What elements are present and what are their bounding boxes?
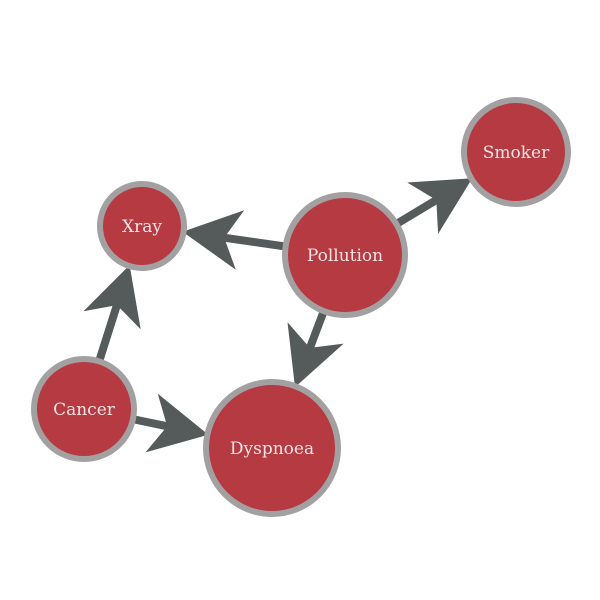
edge-line [130,414,171,431]
edge-line [94,302,122,365]
node-circle [461,97,571,207]
edges-layer [83,178,473,453]
node-dyspnoea[interactable]: Dyspnoea [203,379,341,517]
node-label: Dyspnoea [230,439,314,459]
edge-cancer-to-dyspnoea [130,393,209,453]
arrowhead [83,265,141,330]
edge-pollution-to-smoker [392,178,473,234]
edge-line [305,307,329,352]
node-label: Xray [122,217,162,237]
arrowhead [182,210,245,270]
edge-line [221,233,289,251]
node-circle [203,379,341,517]
arrowhead [407,178,473,234]
arrowhead [287,322,344,388]
node-cancer[interactable]: Cancer [31,356,137,462]
node-label: Pollution [307,246,383,266]
node-xray[interactable]: Xray [97,181,187,271]
edge-pollution-to-xray [182,210,289,270]
node-label: Smoker [483,143,550,163]
node-smoker[interactable]: Smoker [461,97,571,207]
node-label: Cancer [53,400,116,420]
node-circle [282,192,408,318]
node-circle [97,181,187,271]
arrowhead [145,393,209,453]
edge-line [392,195,441,229]
edge-cancer-to-xray [83,265,141,365]
node-pollution[interactable]: Pollution [282,192,408,318]
edge-pollution-to-dyspnoea [287,307,344,388]
node-circle [31,356,137,462]
